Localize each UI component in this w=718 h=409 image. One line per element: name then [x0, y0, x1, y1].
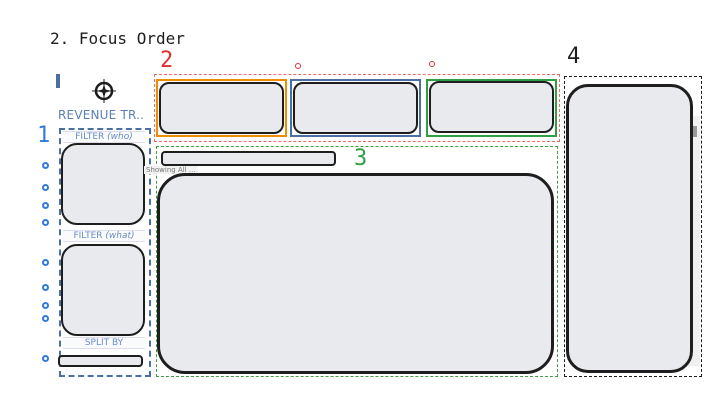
- focus-dot: [429, 61, 435, 67]
- diagram-title: 2. Focus Order: [50, 29, 185, 48]
- marker-1: 1: [37, 123, 51, 148]
- focus-dot: [42, 219, 49, 226]
- focus-dot: [42, 184, 49, 191]
- group-1-outline: [59, 128, 151, 377]
- split-by-label: SPLIT BY: [63, 337, 145, 349]
- split-by-input[interactable]: [58, 355, 143, 367]
- main-chart-area[interactable]: [157, 173, 554, 374]
- sidebar-heading: REVENUE TR..: [58, 108, 145, 122]
- filter-who-label: FILTER (who): [63, 131, 145, 143]
- kpi-card-2-frame: [290, 79, 421, 137]
- focus-dot: [295, 63, 301, 69]
- showing-text: Showing All ...: [144, 166, 198, 174]
- focus-dot: [42, 355, 49, 362]
- focus-dot: [42, 259, 49, 266]
- kpi-card-2[interactable]: [293, 82, 418, 134]
- filter-what-box[interactable]: [61, 244, 145, 336]
- kpi-card-3-frame: [426, 79, 557, 137]
- filter-what-em: (what): [105, 231, 135, 241]
- marker-3: 3: [354, 146, 368, 171]
- group-3-outline: [156, 146, 558, 377]
- compass-icon: [90, 77, 118, 105]
- group-2-outline: [154, 74, 560, 142]
- filter-who-em: (who): [107, 132, 133, 142]
- filter-what-label: FILTER (what): [63, 230, 145, 242]
- chart-toolbar[interactable]: [161, 151, 336, 166]
- filter-who-box[interactable]: [61, 143, 145, 225]
- focus-dot: [42, 284, 49, 291]
- focus-dot: [42, 315, 49, 322]
- marker-2: 2: [160, 48, 174, 73]
- kpi-card-3[interactable]: [429, 81, 554, 133]
- scrollbar-thumb[interactable]: [693, 126, 697, 137]
- focus-dot: [42, 162, 49, 169]
- logo-placeholder: [56, 74, 60, 88]
- focus-dot: [42, 302, 49, 309]
- filter-who-text: FILTER: [75, 132, 105, 142]
- marker-4: 4: [567, 44, 581, 69]
- focus-dot: [42, 202, 49, 209]
- kpi-card-1-frame: [156, 79, 287, 137]
- filter-what-text: FILTER: [73, 231, 103, 241]
- group-4-outline: [564, 76, 702, 377]
- kpi-card-1[interactable]: [159, 82, 284, 134]
- side-panel[interactable]: [566, 84, 693, 373]
